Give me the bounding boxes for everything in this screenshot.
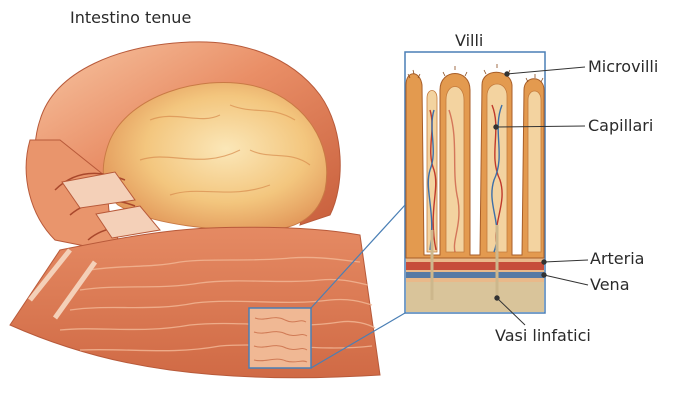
label-microvilli: Microvilli <box>588 58 658 76</box>
label-vasi-linfatici: Vasi linfatici <box>495 327 591 345</box>
label-arteria: Arteria <box>590 250 644 268</box>
label-vena: Vena <box>590 276 630 294</box>
inset-title: Villi <box>455 32 483 50</box>
diagram-title: Intestino tenue <box>70 9 191 27</box>
label-capillari: Capillari <box>588 117 653 135</box>
